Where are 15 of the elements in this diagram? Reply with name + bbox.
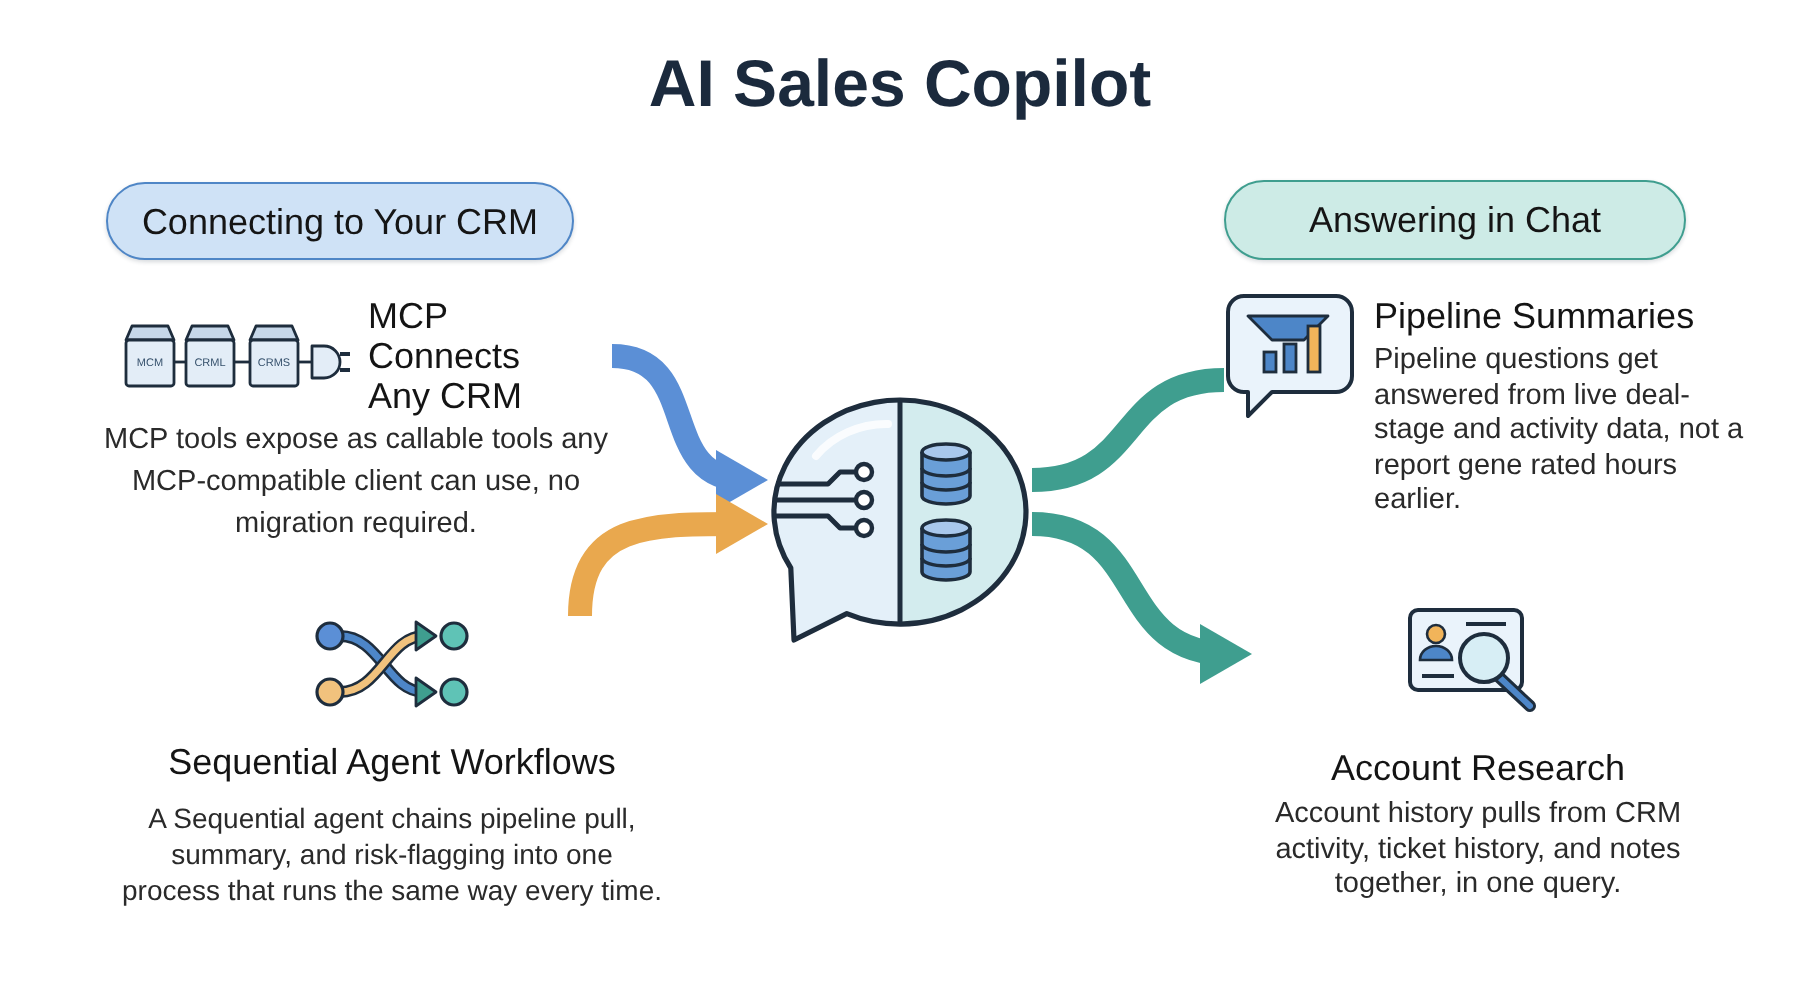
section-header: Answering in Chat (1224, 180, 1686, 260)
feature-description: A Sequential agent chains pipeline pull, summary, and risk-flagging into one process that runs the same way every time. (120, 800, 664, 908)
diagram-title: AI Sales Copilot (646, 46, 1154, 122)
flow-arrow (1030, 512, 1252, 681)
section-header: Connecting to Your CRM (106, 182, 574, 260)
feature-title: Pipeline Summaries (1374, 296, 1697, 338)
feature-description: MCP tools expose as callable tools any MCP-compatible client can use, no migration required. (101, 422, 610, 544)
feature-description: Pipeline questions get answered from live deal-stage and activity data, not a report gene rated hours earlier. (1374, 344, 1746, 519)
flow-connector (1031, 368, 1225, 492)
feature-title: MCP Connects Any CRM (368, 296, 525, 416)
flow-arrow (610, 344, 768, 507)
chat-bubble-hub-illustration (768, 396, 1032, 644)
feature-title: Sequential Agent Workflows (168, 740, 616, 784)
feature-description: Account history pulls from CRM activity, ticket history, and notes together, in one query. (1272, 798, 1684, 903)
feature-title: Account Research (1330, 746, 1626, 790)
